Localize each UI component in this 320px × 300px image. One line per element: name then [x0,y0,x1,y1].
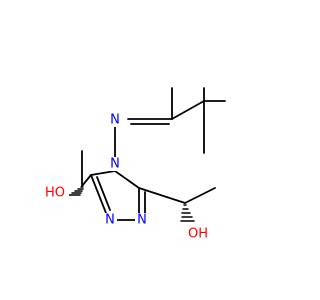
atom-oh-left: HO [39,186,69,201]
atom-oh-right-label: OH [188,227,208,242]
bond-ring-c3-n2-double [96,176,111,211]
atom-n-imine-mask [108,113,122,127]
atom-oh-right-mask [183,227,213,242]
atom-n-ring-4-label: N [110,157,120,172]
atom-n-ring-4-mask [108,157,122,171]
bond-ring-c3-n2 [90,174,107,214]
atom-n-imine: N [108,113,122,128]
atom-label-layer: N N N N HO OH [39,113,213,242]
bond-ring-n4-c3 [90,170,116,176]
atom-n-ring-1-mask [135,213,149,227]
atom-n-ring-4: N [108,157,122,172]
atom-n-ring-1: N [135,213,149,228]
atom-oh-left-label: HO [45,186,65,201]
stereo-hash-right [180,204,195,222]
bond-left-chain-to-ring [81,174,92,187]
stereo-hash-left [68,186,84,196]
bond-right-chain-methyl [184,187,216,204]
atom-n-imine-label: N [110,113,120,128]
atom-n-ring-1-label: N [137,213,147,228]
atom-oh-left-mask [39,186,69,201]
atom-n-ring-2: N [103,213,117,228]
atom-n-ring-2-mask [103,213,117,227]
atom-oh-right: OH [183,227,213,242]
bond-layer [68,87,226,222]
bond-tbu-to-imine-carbon [171,100,205,120]
bond-ring-n4-c5 [114,170,140,189]
bond-right-chain-to-ring [138,187,186,204]
molecule-structure: N N N N HO OH [39,87,226,242]
atom-n-ring-2-label: N [105,213,115,228]
